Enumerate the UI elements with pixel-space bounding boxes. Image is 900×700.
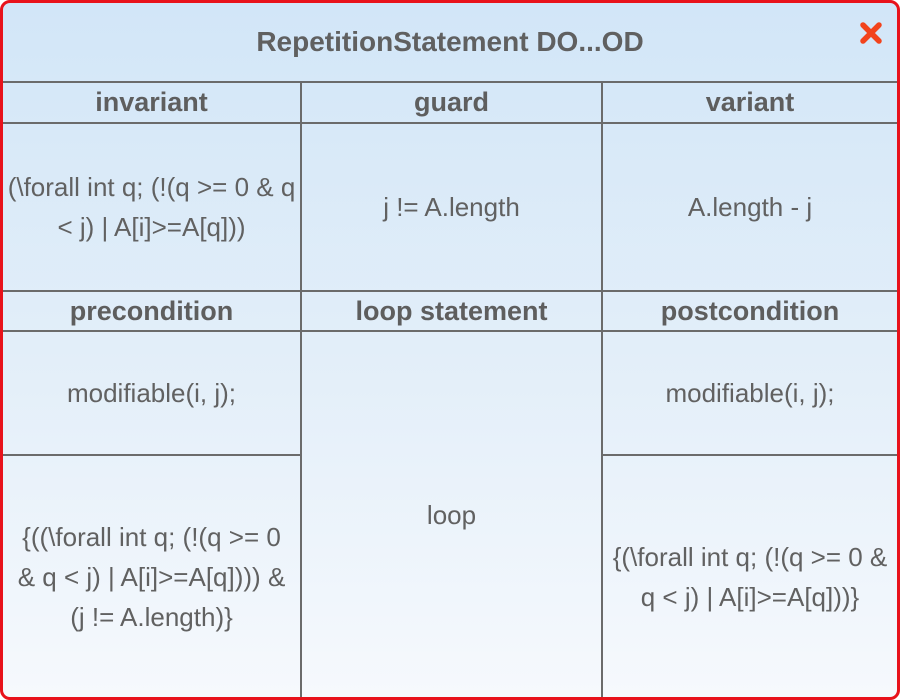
variant-field[interactable]: A.length - j bbox=[687, 192, 813, 222]
loop-statement-header: loop statement bbox=[355, 295, 548, 326]
guard-field[interactable]: j != A.length bbox=[383, 192, 520, 222]
close-icon[interactable] bbox=[859, 21, 883, 45]
divider bbox=[3, 290, 897, 292]
invariant-header: invariant bbox=[95, 87, 208, 117]
panel-title: RepetitionStatement DO...OD bbox=[256, 26, 644, 57]
precondition-modifiable-field[interactable]: modifiable(i, j); bbox=[66, 378, 237, 408]
precondition-header: precondition bbox=[69, 295, 234, 326]
guard-header: guard bbox=[413, 87, 489, 117]
loop-statement-field[interactable]: loop bbox=[426, 499, 477, 530]
divider bbox=[601, 81, 603, 697]
divider bbox=[3, 330, 897, 332]
divider bbox=[3, 454, 300, 456]
postcondition-header: postcondition bbox=[660, 295, 840, 326]
divider bbox=[3, 122, 897, 124]
postcondition-assertion-field[interactable]: {(\forall int q; (!(q >= 0 & q < j) | A[… bbox=[612, 541, 888, 612]
divider bbox=[3, 81, 897, 83]
divider bbox=[300, 81, 302, 697]
invariant-field[interactable]: (\forall int q; (!(q >= 0 & q < j) | A[i… bbox=[7, 172, 296, 242]
variant-header: variant bbox=[705, 87, 795, 117]
divider bbox=[601, 454, 897, 456]
precondition-assertion-field[interactable]: {((\forall int q; (!(q >= 0 & q < j) | A… bbox=[17, 521, 286, 632]
postcondition-modifiable-field[interactable]: modifiable(i, j); bbox=[665, 378, 835, 408]
